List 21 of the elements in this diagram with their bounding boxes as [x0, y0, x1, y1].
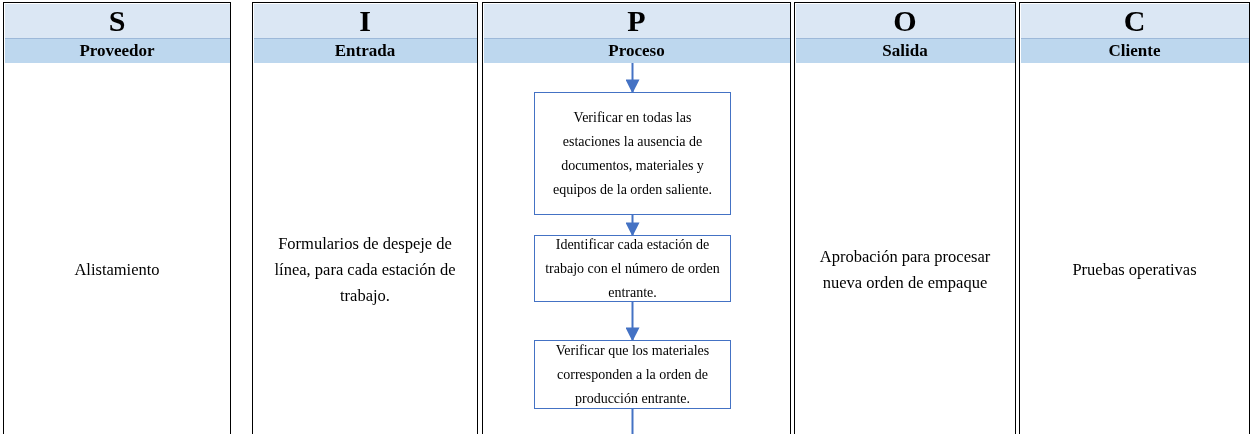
column-letter-heading: C	[1020, 3, 1249, 38]
column-letter-heading: S	[4, 3, 230, 38]
process-box: Verificar que los materiales corresponden a la orden de producción entrante.	[534, 340, 731, 409]
process-box: Verificar en todas las estaciones la ausencia de documentos, materiales y equipos de la orden saliente.	[534, 92, 731, 215]
column-heading: Proveedor	[4, 37, 230, 63]
table-text: Pruebas operativas	[1071, 259, 1198, 281]
column-heading: Entrada	[253, 37, 477, 63]
column-letter-heading: P	[483, 3, 790, 38]
connector-line	[631, 408, 634, 434]
arrow	[625, 61, 640, 94]
column-letter-heading: O	[795, 3, 1015, 38]
column-letter-heading: I	[253, 3, 477, 38]
arrow	[625, 214, 640, 237]
column-heading: Cliente	[1020, 37, 1249, 63]
column-heading: Proceso	[483, 37, 790, 63]
process-box: Identificar cada estación de trabajo con el número de orden entrante.	[534, 235, 731, 302]
table-text: Aprobación para procesar nueva orden de empaque	[818, 246, 992, 294]
table-text: Formularios de despeje de línea, para cada estación de trabajo.	[273, 233, 457, 307]
table-text: Alistamiento	[73, 259, 161, 281]
arrow	[625, 301, 640, 342]
column-heading: Salida	[795, 37, 1015, 63]
